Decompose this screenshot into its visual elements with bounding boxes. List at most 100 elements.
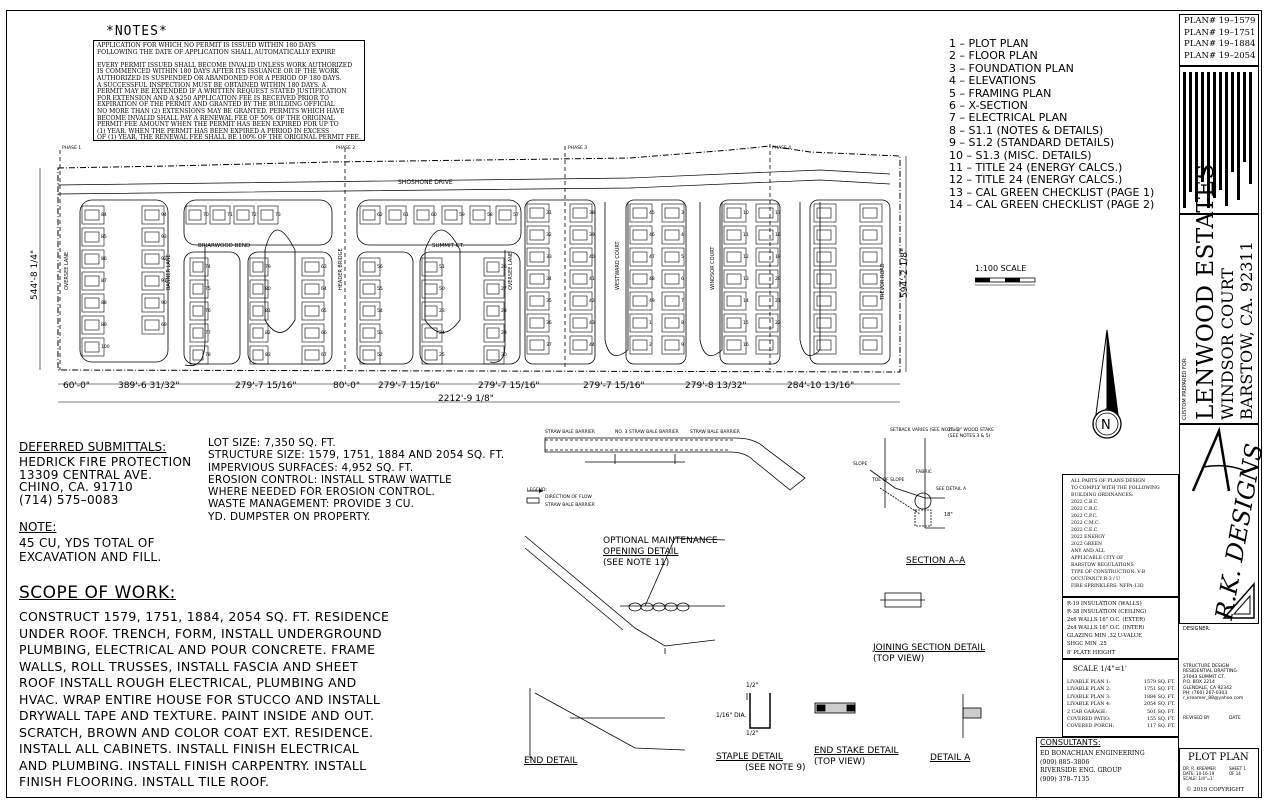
house-footprint [84,253,100,265]
lot-outline [421,301,443,321]
lot-outline [257,205,279,225]
opening-sub: (SEE NOTE 11) [603,558,670,568]
house-footprint [758,339,774,351]
house-footprint [664,229,680,241]
house-footprint [726,207,742,219]
code-line: TO COMPLY WITH THE FOLLOWING [1071,486,1160,491]
opening-title: OPTIONAL MAINTENANCE [603,536,718,546]
phase-label-4: PHASE 4 [772,146,792,151]
lot-number: 22 [775,320,781,326]
lot-outline [81,293,105,313]
lot-number: 78 [205,352,211,358]
lot-info-line: WHERE NEEDED FOR EROSION CONTROL. [208,486,436,499]
lot-number: 83 [265,352,271,358]
deferred-line: 13309 CENTRAL AVE. [19,467,153,482]
staple-dim-3: 1/2" [746,730,759,737]
deferred-line: CHINO, CA. 91710 [19,480,133,495]
consultant-line: RIVERSIDE ENG. GROUP [1040,767,1122,775]
lot-outline [859,335,883,355]
straw-label-3: STRAW BALE BARRIER [690,430,740,435]
house-footprint [726,317,742,329]
lot-number: 52 [377,352,383,358]
house-footprint [816,317,832,329]
house-footprint [529,251,545,263]
lot-outline [483,257,505,277]
lot-info-line: STRUCTURE SIZE: 1579, 1751, 1884 AND 205… [208,449,505,462]
house-footprint [144,231,160,243]
notes-line: PERMIT FEE AMOUNT WHEN THE PERMIT HAS BE… [97,121,339,129]
house-footprint [236,209,250,221]
area-lines: LIVABLE PLAN 1:1579 SQ. FT.LIVABLE PLAN … [1067,679,1175,731]
lot-number: 25 [439,352,445,358]
scope-lines: CONSTRUCT 1579, 1751, 1884, 2054 SQ. FT.… [19,609,389,791]
house-footprint [424,283,438,295]
firm-logo [1191,427,1246,492]
area-value: 155 SQ. FT. [1146,717,1175,723]
deferred-line: HEDRICK FIRE PROTECTION [19,455,192,469]
house-footprint [862,251,878,263]
lot-number: 100 [101,344,110,350]
lot-outline [81,249,105,269]
lot-outline [189,279,209,299]
lot-outline [249,279,269,299]
road-label-shoshone: SHOSHONE DRIVE [398,179,453,186]
lot-outline [469,205,491,225]
lot-outline [189,257,209,277]
house-footprint [362,327,376,339]
lot-outline [723,225,747,245]
sheet-index-item: 6 – X-SECTION [949,99,1028,113]
lot-outline [755,291,779,311]
lot-number: 8 [681,320,684,326]
sheet-meta-item: DR. R. KREAMER [1183,766,1216,771]
lot-number: 3 [681,210,684,216]
section-label-stake: 2"x 2" WOOD STAKE (SEE NOTES 3 & 5) [948,428,994,439]
lot-number: 49 [649,298,655,304]
lot-outline [661,269,685,289]
lot-outline [359,301,381,321]
lot-outline [629,269,653,289]
house-footprint [486,349,500,361]
section-label-slope: SLOPE [853,462,868,467]
sheet-index-item: 10 – S1.3 (MISC. DETAILS) [949,148,1092,162]
lot-number: 41 [589,276,595,282]
lot-outline [233,205,255,225]
lot-outline [441,205,463,225]
lot-number: 40 [589,254,595,260]
sheet-index-item: 3 – FOUNDATION PLAN [949,61,1074,75]
house-footprint [144,297,160,309]
right-dimension: 594'-2 1/8" [900,247,910,298]
house-footprint [726,339,742,351]
lot-outline [81,315,105,335]
joining-title: JOINING SECTION DETAIL [873,643,986,653]
lot-number: 74 [205,264,211,270]
lot-outline [526,313,550,333]
lot-number: 57 [513,212,519,218]
lot-number: 42 [589,298,595,304]
scope-line: INSTALL ALL CABINETS. INSTALL FINISH ELE… [19,741,359,756]
lot-outline [813,247,837,267]
lot-outline [569,335,593,355]
notes-line: EVERY PERMIT ISSUED SHALL BECOME INVALID… [97,61,352,69]
house-footprint [192,327,204,339]
house-footprint [192,261,204,273]
area-row: LIVABLE PLAN 1:1579 SQ. FT. [1067,679,1175,686]
scope-line: CONSTRUCT 1579, 1751, 1884, 2054 SQ. FT.… [19,609,390,624]
lot-outline [723,335,747,355]
street-label-briarwood: BRIARWOOD BEND [198,243,251,249]
lot-outline [661,335,685,355]
lot-outline [661,291,685,311]
energy-lines: R-19 INSULATION (WALLS)R-38 INSULATION (… [1067,600,1146,657]
lot-number: 15 [743,320,749,326]
energy-line: R-19 INSULATION (WALLS) [1067,601,1142,607]
erosion-details [524,437,982,758]
lot-number: 26 [501,264,507,270]
project-city: BARSTOW, CA. 92311 [1237,241,1256,420]
code-line: BARSTOW REGULATIONS. [1071,563,1135,568]
lot-outline [421,279,443,299]
notes-line: EXPIRATION OF THE PERMIT AND GRANTED BY … [97,101,335,109]
lot-number: 90 [161,300,167,306]
house-footprint [632,207,648,219]
notes-line: IS COMMENCED WITHIN 180 DAYS AFTER ITS I… [97,68,339,76]
